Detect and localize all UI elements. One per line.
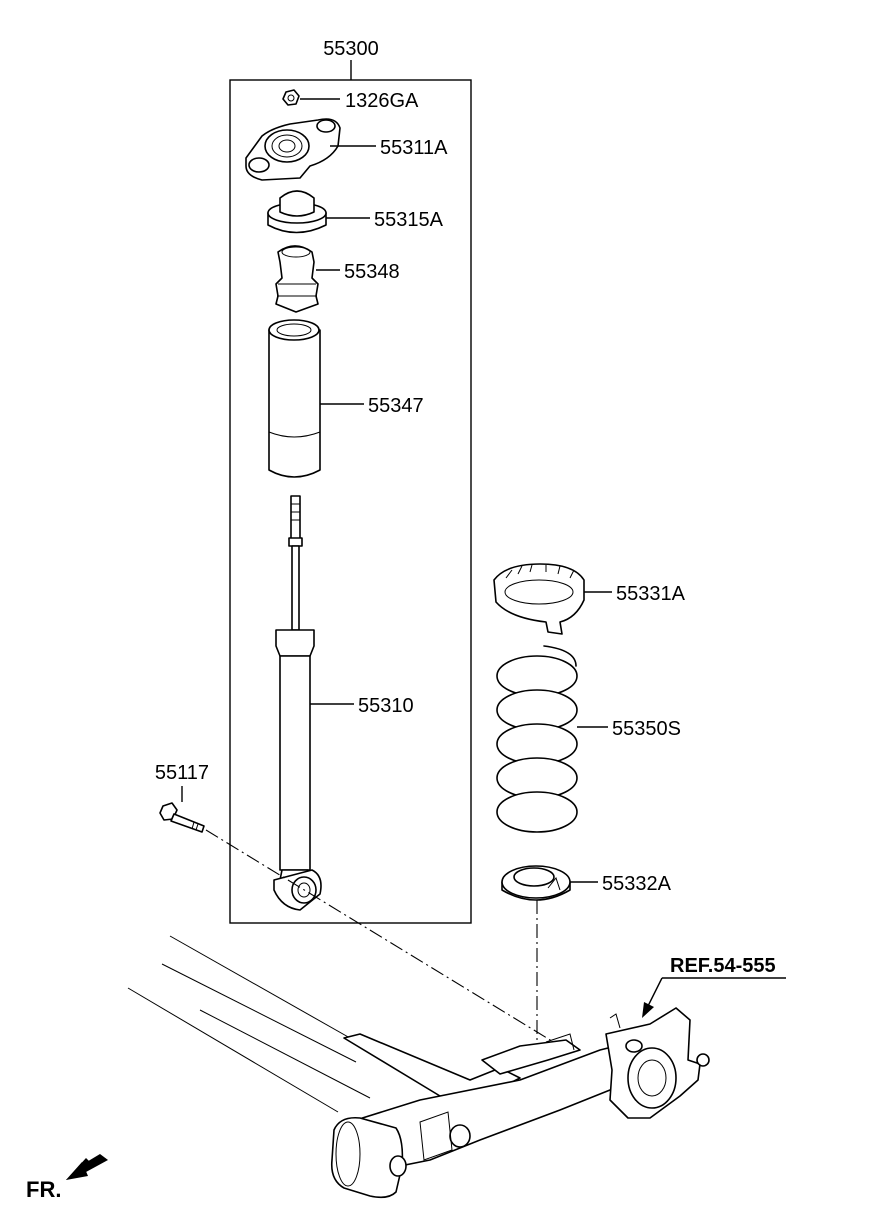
lower-spring-pad-part[interactable]: 55332A <box>501 865 672 901</box>
part-label-55315a[interactable]: 55315A <box>374 209 444 231</box>
assembly-frame <box>229 79 472 924</box>
reference-callout[interactable]: REF.54-555 <box>642 955 786 1018</box>
bump-stopper-part[interactable]: 55348 <box>275 245 400 313</box>
part-label-55331a[interactable]: 55331A <box>616 583 686 605</box>
rear-axle-beam <box>127 935 710 1199</box>
dust-cover-part[interactable]: 55347 <box>268 319 424 478</box>
part-label-1326ga[interactable]: 1326GA <box>345 90 419 112</box>
front-label: FR. <box>26 1177 61 1202</box>
reference-label[interactable]: REF.54-555 <box>670 955 776 977</box>
assembly-guide-lines <box>205 829 561 1048</box>
shock-assembly-group: 55300 <box>229 38 472 924</box>
part-label-55347[interactable]: 55347 <box>368 395 424 417</box>
shock-absorber-part[interactable]: 55310 <box>273 495 414 911</box>
upper-spring-pad-part[interactable]: 55331A <box>493 563 686 635</box>
part-label-55117[interactable]: 55117 <box>155 762 209 784</box>
coil-spring-part[interactable]: 55350S <box>496 645 681 833</box>
part-label-55350s[interactable]: 55350S <box>612 718 681 740</box>
part-label-55348[interactable]: 55348 <box>344 261 400 283</box>
front-indicator: FR. <box>26 1154 108 1202</box>
bump-cap-part[interactable]: 55315A <box>267 190 444 234</box>
part-label-55332a[interactable]: 55332A <box>602 873 672 895</box>
mount-part[interactable]: 55311A <box>245 118 448 181</box>
bolt-part[interactable]: 55117 <box>155 762 209 833</box>
assembly-label[interactable]: 55300 <box>323 38 379 60</box>
part-label-55310[interactable]: 55310 <box>358 695 414 717</box>
nut-part[interactable]: 1326GA <box>282 89 419 112</box>
part-label-55311a[interactable]: 55311A <box>380 137 448 159</box>
